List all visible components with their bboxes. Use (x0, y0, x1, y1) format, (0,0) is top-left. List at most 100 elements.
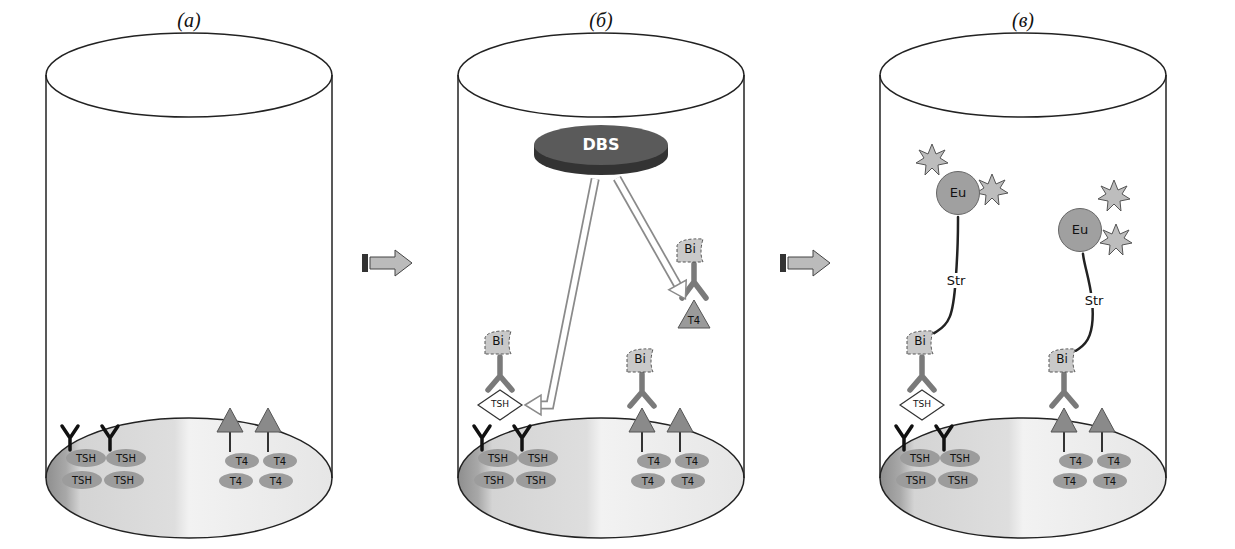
connector (525, 179, 595, 415)
tsh-antigen: TSH (899, 389, 945, 421)
node-text: TSH (948, 475, 968, 486)
antigen-oval: T4 (225, 453, 259, 469)
antigen-oval: TSH (474, 471, 514, 489)
dried-blood-spot: DBS (533, 123, 669, 177)
antigen-oval: TSH (896, 471, 936, 489)
fluorescence-burst (1098, 180, 1130, 211)
panel-label: (а) (177, 9, 200, 32)
antigen-oval: T4 (1053, 473, 1087, 489)
antigen-oval: TSH (518, 449, 558, 467)
connector-label: Str (1083, 293, 1106, 308)
node-text: T4 (682, 476, 694, 487)
antigen-oval: T4 (263, 453, 297, 469)
antigen-oval: TSH (900, 449, 940, 467)
biotin-label: Bi (1047, 346, 1077, 374)
antigen-oval: T4 (1097, 453, 1131, 469)
node-text: T4 (648, 456, 660, 467)
biotin-shape (485, 331, 511, 354)
node-text: TSH (114, 475, 134, 486)
well-outline (46, 33, 332, 538)
node-text: TSH (526, 475, 546, 486)
node-text: Bi (492, 335, 504, 348)
biotin-shape (677, 239, 703, 262)
node-text: TSH (950, 453, 970, 464)
node-text: T4 (688, 315, 700, 326)
biotin-label: Bi (905, 328, 935, 356)
antigen-oval: TSH (938, 471, 978, 489)
antigen-oval: T4 (259, 473, 293, 489)
step-arrow (362, 250, 412, 276)
node-text: TSH (913, 400, 931, 410)
node-text: T4 (642, 476, 654, 487)
step-arrow (780, 250, 830, 276)
connector (617, 178, 686, 299)
fluorescence-burst (1100, 224, 1132, 255)
node-text: T4 (230, 476, 242, 487)
node-text: T4 (1104, 476, 1116, 487)
connector-label: Str (945, 273, 968, 288)
antigen-oval: T4 (219, 473, 253, 489)
fluorescence-burst (976, 174, 1008, 205)
node-text: TSH (76, 453, 96, 464)
block-arrow (788, 250, 830, 276)
arrowhead (669, 280, 686, 299)
node-text: TSH (72, 475, 92, 486)
node-text: Eu (1072, 223, 1088, 237)
node-text: TSH (484, 475, 504, 486)
diamond-shape (478, 390, 522, 420)
biotin-label: Bi (675, 236, 705, 264)
europium-label: Eu (936, 171, 980, 215)
disk-top (534, 125, 668, 165)
tsh-antigen: TSH (477, 389, 523, 421)
arrow-bar (362, 254, 368, 272)
antigen-oval: TSH (104, 471, 144, 489)
antigen-oval: T4 (637, 453, 671, 469)
antigen-oval: TSH (478, 449, 518, 467)
node-text: Bi (914, 335, 926, 348)
node-text: Bi (634, 353, 646, 366)
antigen-oval: T4 (675, 453, 709, 469)
connector-body (539, 179, 595, 405)
node-text: TSH (491, 400, 509, 410)
antigen-oval: T4 (671, 473, 705, 489)
arrowhead (525, 395, 541, 415)
well-outline (880, 33, 1166, 538)
node-text: Bi (684, 243, 696, 256)
node-text: T4 (1070, 456, 1082, 467)
antigen-oval: TSH (106, 449, 146, 467)
well-outline (458, 33, 744, 538)
node-text: TSH (906, 475, 926, 486)
connector-body (617, 178, 678, 286)
node-text: TSH (910, 453, 930, 464)
antigen-oval: TSH (66, 449, 106, 467)
panel-label: (в) (1012, 9, 1034, 32)
biotin-shape (907, 331, 933, 354)
node-text: TSH (528, 453, 548, 464)
biotin-label: Bi (625, 346, 655, 374)
t4-antigen: T4 (677, 299, 711, 329)
node-text: T4 (1108, 456, 1120, 467)
antigen-oval: T4 (631, 473, 665, 489)
europium-label: Eu (1058, 208, 1102, 252)
immobilized-reagents (62, 408, 281, 452)
antigen-oval: T4 (1093, 473, 1127, 489)
panel-label: (б) (589, 9, 612, 32)
node-text: T4 (236, 456, 248, 467)
fluorescence-burst (916, 144, 948, 175)
well-c (880, 33, 1166, 538)
well-b (458, 33, 744, 538)
connector-outline (539, 179, 595, 405)
biotin-shape (627, 349, 653, 372)
arrow-bar (780, 254, 786, 272)
antigen-oval: TSH (940, 449, 980, 467)
node-text: T4 (686, 456, 698, 467)
antigen-oval: TSH (516, 471, 556, 489)
antigen-oval: T4 (1059, 453, 1093, 469)
diamond-shape (900, 390, 944, 420)
node-text: DBS (583, 136, 620, 154)
node-text: TSH (488, 453, 508, 464)
biotin-label: Bi (483, 328, 513, 356)
